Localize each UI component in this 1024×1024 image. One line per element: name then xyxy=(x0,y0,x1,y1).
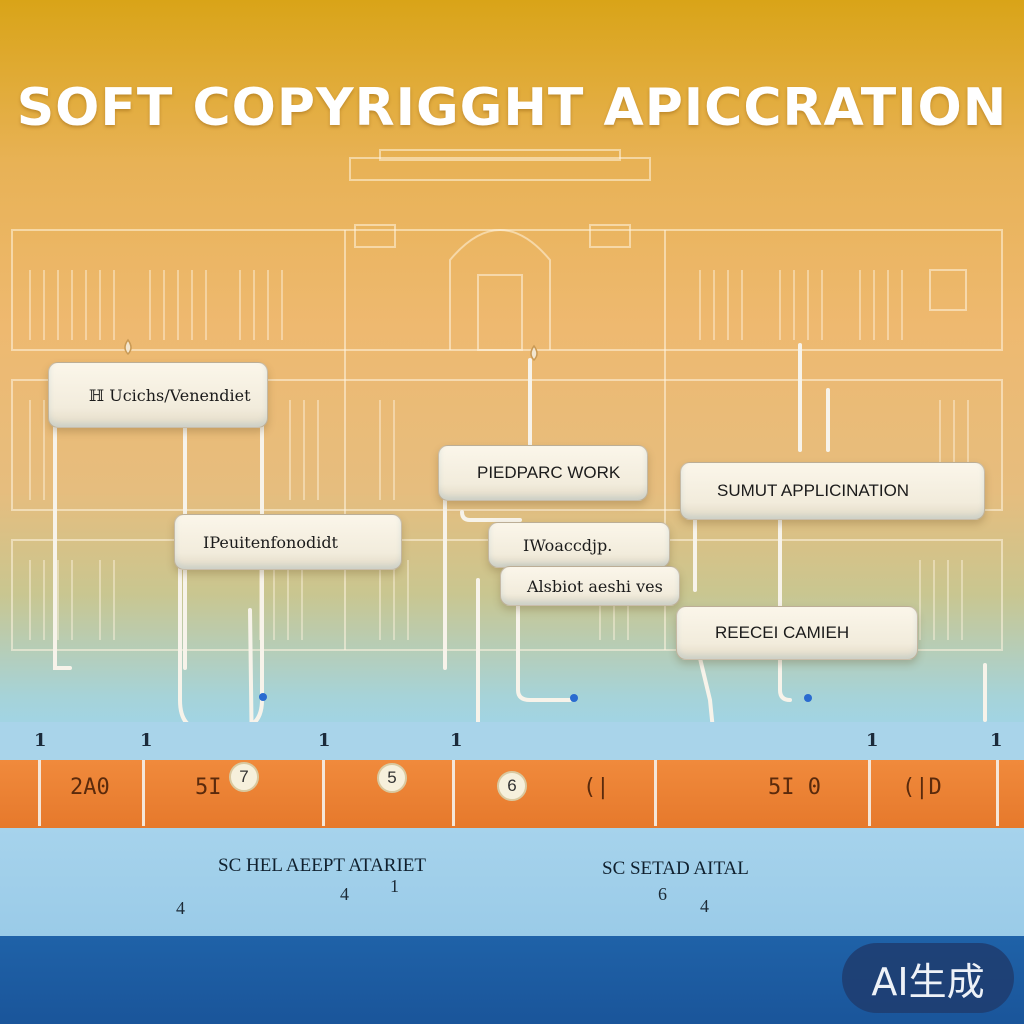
timeline-lower-band xyxy=(0,828,1024,936)
timeline-step-marker: 6 xyxy=(497,771,527,801)
step-box-2: IPeuitenfonodidt xyxy=(174,514,402,570)
lower-number: 4 xyxy=(340,884,349,904)
step-box-receive-label: REECEI CAMIEH xyxy=(715,623,850,642)
timeline-divider xyxy=(654,760,657,826)
timeline-tick: 1 xyxy=(34,730,47,751)
timeline-segment-label: (| xyxy=(583,775,610,800)
step-box-4: IWoaccdjp. xyxy=(488,522,670,568)
step-box-receive: REECEI CAMIEH xyxy=(676,606,918,660)
timeline-segment-label: 2A0 xyxy=(70,775,110,800)
timeline-divider xyxy=(322,760,325,826)
step-box-2-label: IPeuitenfonodidt xyxy=(203,532,338,552)
timeline-divider xyxy=(868,760,871,826)
lower-number: 4 xyxy=(700,896,709,916)
timeline-tick: 1 xyxy=(990,730,1003,751)
lower-section-label: SC SETAD AITAL xyxy=(602,858,749,879)
step-box-1: ℍ Ucichs/Venendiet xyxy=(48,362,268,428)
timeline-tick: 1 xyxy=(140,730,153,751)
timeline-tick: 1 xyxy=(866,730,879,751)
timeline-divider xyxy=(38,760,41,826)
step-box-prepare-work-label: PIEDPARC WORK xyxy=(477,463,621,482)
timeline-segment-label: (|D xyxy=(902,775,942,800)
lower-section-label: SC HEL AEEPT ATARIET xyxy=(218,855,427,876)
step-box-submit-application: SUMUT APPLICINATION xyxy=(680,462,985,520)
step-box-5-label: Alsbiot aeshi ves xyxy=(527,576,663,596)
step-box-submit-application-label: SUMUT APPLICINATION xyxy=(717,481,910,500)
timeline-tick: 1 xyxy=(450,730,463,751)
timeline-divider xyxy=(996,760,999,826)
timeline-step-marker: 5 xyxy=(377,763,407,793)
timeline-tick: 1 xyxy=(318,730,331,751)
step-box-1-label: ℍ Ucichs/Venendiet xyxy=(89,385,251,405)
lower-number: 4 xyxy=(176,898,185,918)
ai-generated-badge: AI生成 xyxy=(842,943,1014,1013)
step-box-4-label: IWoaccdjp. xyxy=(523,535,613,555)
timeline-step-marker-number: 7 xyxy=(239,767,249,786)
lower-number: 1 xyxy=(390,876,399,896)
timeline-step-marker-number: 6 xyxy=(507,776,517,795)
timeline-divider xyxy=(142,760,145,826)
timeline-divider xyxy=(452,760,455,826)
timeline-step-marker: 7 xyxy=(229,762,259,792)
page-title: SOFT COPYRIGGHT APICCRATION xyxy=(16,78,1008,138)
timeline-segment-label: 5I 0 xyxy=(768,775,821,800)
timeline-segment-label: 5I xyxy=(195,775,222,800)
step-box-prepare-work: PIEDPARC WORK xyxy=(438,445,648,501)
step-box-5: Alsbiot aeshi ves xyxy=(500,566,680,606)
timeline-upper-band xyxy=(0,722,1024,760)
timeline-step-marker-number: 5 xyxy=(387,768,397,787)
lower-number: 6 xyxy=(658,884,667,904)
